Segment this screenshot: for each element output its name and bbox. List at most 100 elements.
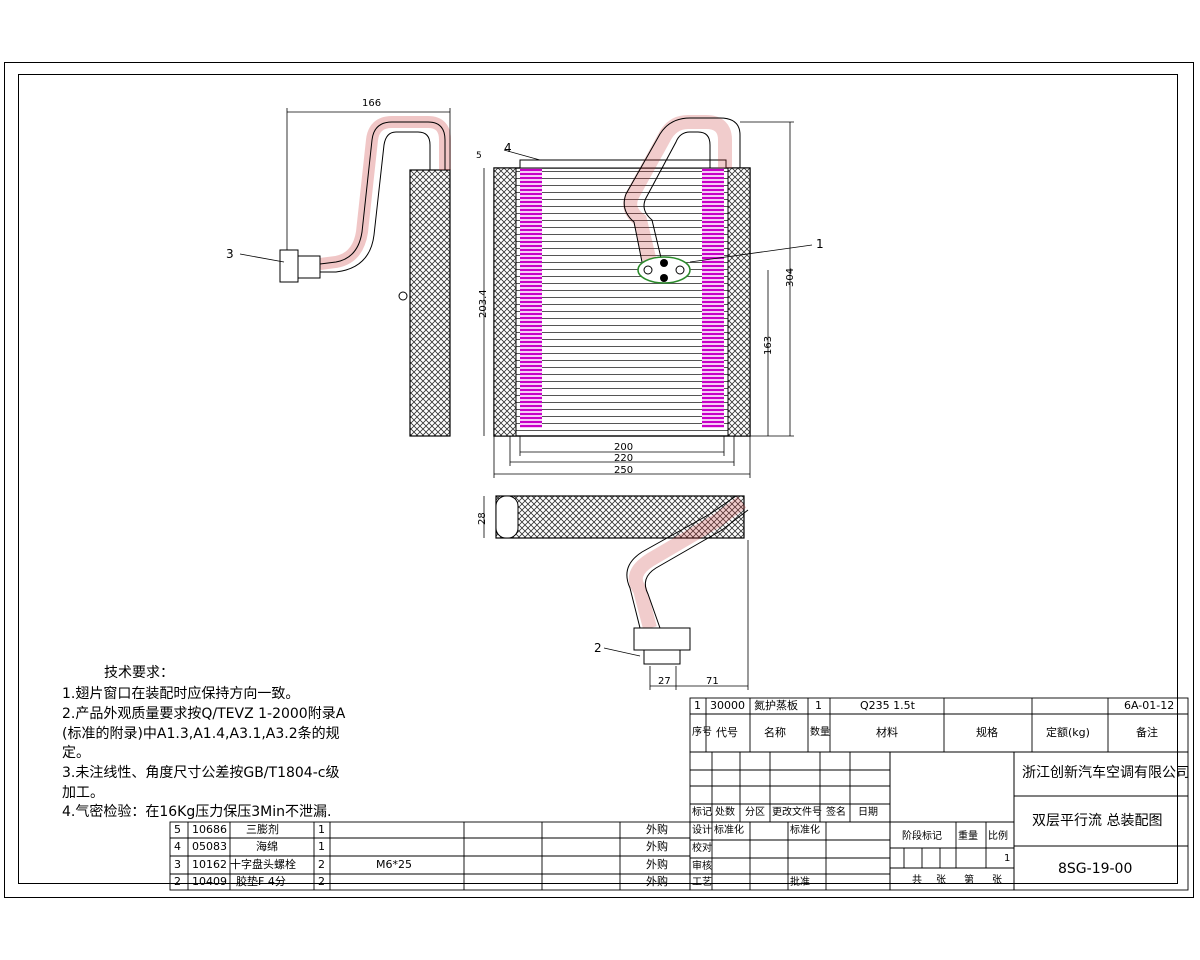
bom-header-remark: 备注 — [1136, 726, 1158, 739]
drawing-outer-frame — [4, 62, 1194, 898]
bottom-fitting — [633, 627, 691, 651]
requirement-line: 加工。 — [62, 785, 104, 801]
rev-doc-label: 更改文件号 — [772, 807, 822, 818]
sign-approve-label: 批准 — [790, 877, 810, 888]
part-name: 胶垫F 4分 — [236, 875, 286, 888]
part-name: 海绵 — [256, 840, 278, 853]
bom-header-qty: 数量 — [810, 727, 830, 738]
side-pipe-outline-2 — [320, 131, 431, 273]
bom-top-qty: 1 — [815, 699, 822, 712]
part-no: 2 — [174, 875, 181, 888]
part-name: 三膨剂 — [246, 823, 279, 836]
weight-label: 重量 — [958, 831, 978, 842]
sheet-unit-label-2: 张 — [992, 875, 1002, 886]
balloon-2: 2 — [594, 641, 602, 655]
part-src: 外购 — [646, 823, 668, 836]
bom-top-material: Q235 1.5t — [860, 699, 915, 712]
bom-top-remark: 6A-01-12 — [1124, 699, 1175, 712]
requirement-line: 定。 — [62, 745, 90, 761]
part-spec: M6*25 — [376, 858, 412, 871]
balloon-3: 3 — [226, 247, 234, 261]
scale-value: 1 — [1004, 853, 1011, 864]
side-flange — [279, 249, 299, 283]
part-no: 4 — [174, 840, 181, 853]
part-no: 3 — [174, 858, 181, 871]
bottom-pipe — [628, 496, 747, 630]
part-no: 5 — [174, 823, 181, 836]
sign-std-label: 标准化 — [714, 825, 744, 836]
scale-label: 比例 — [988, 831, 1008, 842]
part-qty: 2 — [318, 858, 325, 871]
stage-mark-label: 阶段标记 — [902, 831, 942, 842]
bottom-core — [495, 495, 745, 539]
drawing-number: 8SG-19-00 — [1058, 861, 1133, 877]
side-core — [409, 169, 451, 437]
requirement-line: (标准的附录)中A1.3,A1.4,A3.1,A3.2条的规 — [62, 726, 340, 742]
rev-zone-label: 分区 — [745, 807, 765, 818]
dim-top-width: 166 — [362, 98, 381, 109]
sheet-no-label: 第 — [964, 875, 974, 886]
front-left-magenta-band — [520, 168, 542, 428]
dim-front-top: 5 — [476, 151, 482, 161]
part-src: 外购 — [646, 858, 668, 871]
dim-bottom-w1: 200 — [614, 442, 633, 453]
side-pipe-outline — [319, 121, 446, 265]
bom-header-code: 代号 — [716, 726, 738, 739]
bom-header-quota: 定额(kg) — [1046, 726, 1090, 739]
requirement-line: 1.翅片窗口在装配时应保持方向一致。 — [62, 686, 300, 702]
bom-header-no: 序号 — [692, 727, 712, 738]
dim-pipe-w1: 27 — [658, 676, 671, 687]
front-pipe-outline — [623, 117, 741, 263]
bom-header-spec: 规格 — [976, 726, 998, 739]
part-qty: 2 — [318, 875, 325, 888]
requirement-line: 3.未注线性、角度尺寸公差按GB/T1804-c级 — [62, 765, 340, 781]
bom-header-name: 名称 — [764, 726, 786, 739]
dim-pipe-w2: 71 — [706, 676, 719, 687]
front-pipe — [623, 115, 732, 264]
side-fitting — [297, 255, 321, 279]
part-qty: 1 — [318, 840, 325, 853]
company-name: 浙江创新汽车空调有限公司 — [1022, 765, 1190, 781]
part-name: 十字盘头螺栓 — [230, 858, 296, 871]
sign-review-label: 审核 — [692, 861, 712, 872]
dim-front-height-2: 304 — [785, 268, 796, 287]
title-block-grid — [169, 697, 1189, 891]
bom-top-code: 30000 — [710, 699, 745, 712]
side-view: 166 3 — [226, 98, 451, 437]
dim-front-height-3: 163 — [763, 336, 774, 355]
requirement-line: 2.产品外观质量要求按Q/TEVZ 1-2000附录A — [62, 706, 346, 722]
part-code: 10162 — [192, 858, 227, 871]
part-code: 10409 — [192, 875, 227, 888]
part-code: 10686 — [192, 823, 227, 836]
part-src: 外购 — [646, 840, 668, 853]
sheet-unit-label: 张 — [936, 875, 946, 886]
rev-sign-label: 签名 — [826, 807, 846, 818]
drawing-inner-frame — [18, 74, 1178, 884]
front-left-header — [493, 167, 517, 437]
dim-bottom-w3: 250 — [614, 465, 633, 476]
balloon-1: 1 — [816, 237, 824, 251]
drawing-name: 双层平行流 总装配图 — [1032, 813, 1163, 829]
bottom-flange — [643, 649, 681, 665]
front-right-header — [727, 167, 751, 437]
rev-date-label: 日期 — [858, 807, 878, 818]
rev-count-label: 处数 — [715, 807, 735, 818]
balloon-4: 4 — [504, 141, 512, 155]
front-sponge — [519, 159, 727, 169]
requirement-line: 4.气密检验：在16Kg压力保压3Min不泄漏. — [62, 804, 332, 820]
front-pipe-outline-2 — [643, 131, 711, 263]
front-right-magenta-band — [702, 168, 724, 428]
dim-bottom-w2: 220 — [614, 453, 633, 464]
rev-mark-label: 标记 — [692, 807, 712, 818]
bottom-view: 28 2 27 71 — [477, 495, 749, 690]
sign-std-label-2: 标准化 — [790, 825, 820, 836]
requirements-title: 技术要求： — [104, 665, 174, 681]
sheet-total-label: 共 — [912, 875, 922, 886]
dim-bottom-view-h: 28 — [477, 512, 488, 525]
bom-top-no: 1 — [694, 699, 701, 712]
front-valve-block — [637, 256, 691, 284]
part-code: 05083 — [192, 840, 227, 853]
sign-design-label: 设计 — [692, 825, 712, 836]
part-src: 外购 — [646, 875, 668, 888]
